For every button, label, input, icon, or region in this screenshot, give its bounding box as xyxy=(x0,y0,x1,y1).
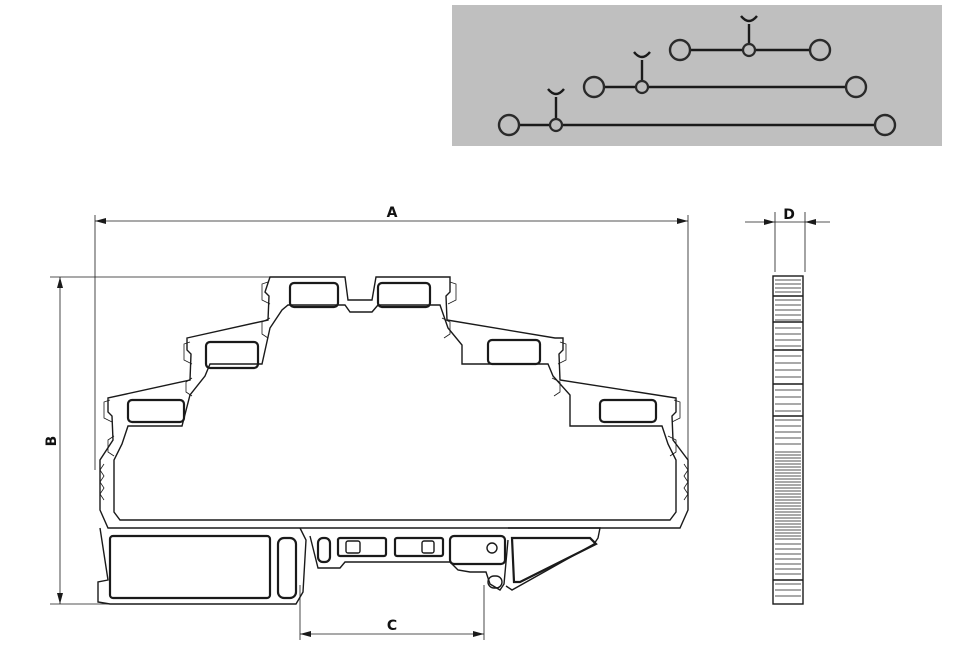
dimension-d-label: D xyxy=(783,207,795,223)
dimension-a: A xyxy=(94,205,689,470)
dimension-d: D xyxy=(745,207,830,272)
marker-slot-inner xyxy=(421,540,435,554)
terminal-block-profile xyxy=(97,276,689,605)
clamp-window xyxy=(376,281,432,309)
clamp-window xyxy=(204,340,260,370)
terminal-circle xyxy=(844,75,868,99)
base-notch xyxy=(487,575,503,589)
base-foot xyxy=(97,527,307,605)
clamp-window xyxy=(486,338,542,366)
base-pocket xyxy=(448,534,507,566)
schematic-nodes xyxy=(548,42,757,133)
marker-slot xyxy=(393,536,445,558)
base-hole xyxy=(486,542,498,554)
side-view-outline xyxy=(772,275,804,605)
dimension-b-label: B xyxy=(44,436,60,447)
base-wedge xyxy=(510,536,598,584)
dimension-a-label: A xyxy=(387,205,398,221)
inner-contour xyxy=(113,304,677,521)
side-view-ribs xyxy=(775,279,801,597)
side-view-sections xyxy=(773,295,803,581)
side-serration xyxy=(99,463,689,501)
terminal-circle xyxy=(582,75,606,99)
node-circle xyxy=(741,42,757,58)
latch-details xyxy=(103,281,681,457)
marker-slot-inner xyxy=(345,540,361,554)
schematic-panel xyxy=(452,5,942,146)
clamp-window xyxy=(126,398,186,424)
marker-slot xyxy=(336,536,388,558)
base-right xyxy=(505,527,601,591)
node-circle xyxy=(548,117,564,133)
base-slot xyxy=(316,536,332,564)
schematic-background xyxy=(452,5,942,146)
terminal-circle xyxy=(873,113,897,137)
base-window xyxy=(108,534,272,600)
node-circle xyxy=(634,79,650,95)
clamp-window xyxy=(598,398,658,424)
terminal-circle xyxy=(808,38,832,62)
terminal-circle xyxy=(668,38,692,62)
dimension-c-label: C xyxy=(387,618,397,634)
side-view xyxy=(772,275,804,605)
terminal-circle xyxy=(497,113,521,137)
clamp-window xyxy=(288,281,340,309)
schematic-terminals xyxy=(497,38,897,137)
base-slot xyxy=(276,536,298,600)
base-middle xyxy=(309,535,509,591)
dimension-b: B xyxy=(44,276,272,605)
outer-contour xyxy=(99,276,689,529)
dimension-c: C xyxy=(299,585,485,640)
